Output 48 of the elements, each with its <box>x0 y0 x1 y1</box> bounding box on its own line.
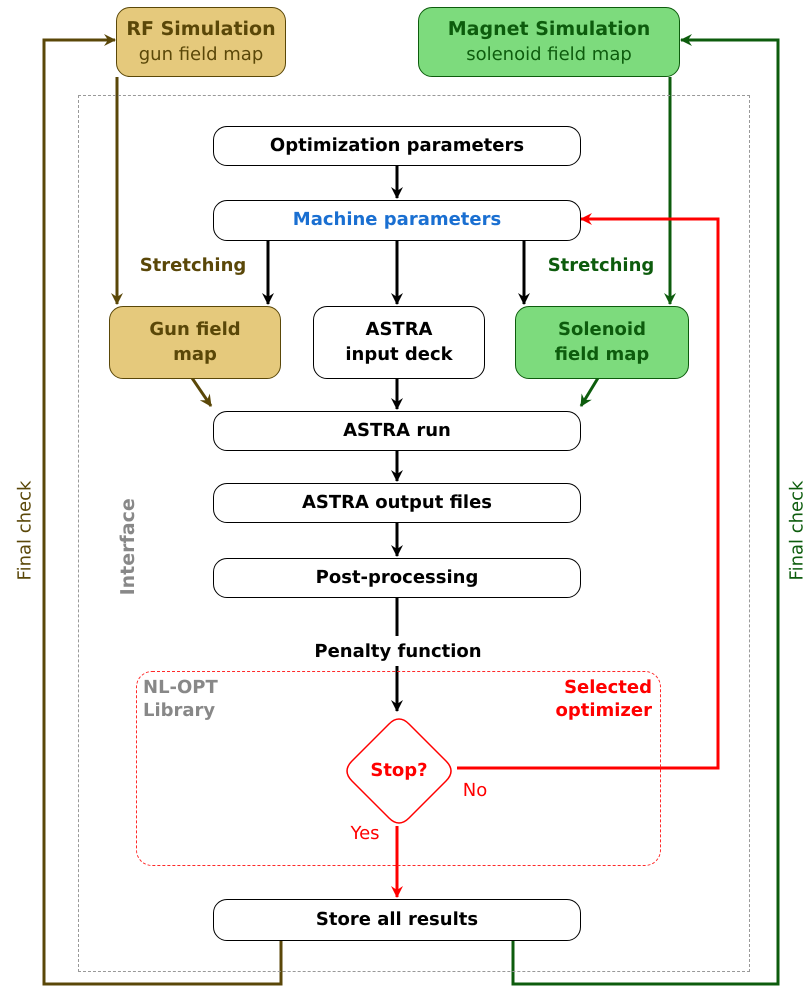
box-label: Machine parameters <box>292 208 502 232</box>
frame-title: Interface <box>116 497 140 598</box>
box-label: ASTRA run <box>343 418 451 443</box>
arrow <box>391 522 403 557</box>
annotation-label: Stretching <box>140 254 246 276</box>
arrow <box>580 377 600 407</box>
arrow <box>42 34 282 986</box>
library-title: NL-OPT Library <box>143 676 219 723</box>
simulation-box <box>418 7 680 77</box>
box-title: RF Simulation <box>126 17 276 42</box>
process-box <box>213 200 581 241</box>
field-map-box <box>515 306 689 379</box>
process-box <box>213 899 581 941</box>
arrow <box>262 240 274 305</box>
arrow <box>391 826 403 898</box>
arrow <box>664 77 676 305</box>
box-label: Optimization parameters <box>270 134 524 158</box>
box-subtitle: gun field map <box>138 42 264 67</box>
arrow <box>391 378 403 410</box>
arrow <box>518 240 530 305</box>
box-label: Penalty function <box>314 640 482 664</box>
arrow <box>457 213 720 770</box>
arrow <box>391 666 403 712</box>
box-label: Gun field map <box>148 318 242 366</box>
process-box <box>213 411 581 451</box>
box-label: Store all results <box>316 908 478 932</box>
process-box <box>213 483 581 523</box>
process-box <box>313 306 485 379</box>
arrow <box>512 34 780 986</box>
annotation-label: Stretching <box>548 254 654 276</box>
arrow <box>391 450 403 482</box>
arrow <box>111 77 123 305</box>
arrow <box>391 165 403 199</box>
box-title: Magnet Simulation <box>448 17 650 42</box>
interface-frame <box>78 95 750 972</box>
arrow <box>190 377 212 407</box>
field-map-box <box>109 306 281 379</box>
optimizer-title: Selected optimizer <box>554 676 652 723</box>
process-box <box>213 558 581 598</box>
simulation-box <box>116 7 286 77</box>
box-subtitle: solenoid field map <box>466 42 632 67</box>
process-box <box>213 126 581 166</box>
box-label: ASTRA input deck <box>344 318 454 366</box>
box-label: Post-processing <box>316 566 478 590</box>
box-label: ASTRA output files <box>302 490 492 515</box>
box-label: Solenoid field map <box>554 318 650 366</box>
box-label: Stop? <box>370 758 428 783</box>
arrow <box>391 240 403 305</box>
